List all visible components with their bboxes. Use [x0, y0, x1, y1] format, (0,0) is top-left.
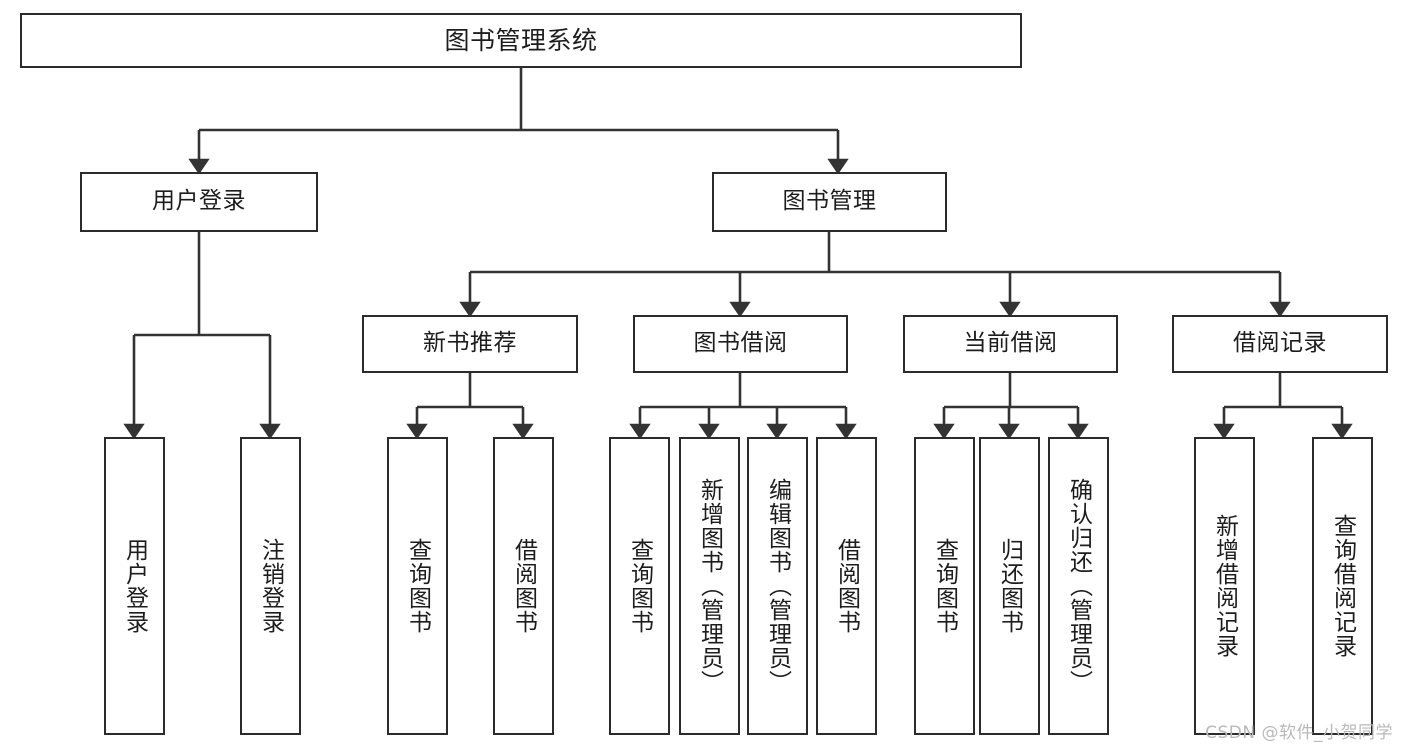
node-new-book-recommend[interactable]: 新书推荐	[362, 315, 578, 373]
node-book-borrow-label: 图书借阅	[693, 330, 788, 357]
node-leaf-user-login[interactable]: 用户登录	[104, 437, 165, 735]
node-leaf-borrow-book-1-label: 借阅图书	[510, 538, 537, 634]
node-book-manage[interactable]: 图书管理	[712, 172, 947, 232]
node-current-borrow-label: 当前借阅	[963, 330, 1058, 357]
node-leaf-add-book-label: 新增图书（管理员）	[696, 478, 723, 694]
node-leaf-add-book[interactable]: 新增图书（管理员）	[679, 437, 740, 735]
node-leaf-borrow-book-1[interactable]: 借阅图书	[493, 437, 554, 735]
node-leaf-return-book[interactable]: 归还图书	[979, 437, 1040, 735]
node-user-login-label: 用户登录	[152, 188, 246, 215]
node-leaf-query-book-2[interactable]: 查询图书	[609, 437, 670, 735]
node-user-login[interactable]: 用户登录	[80, 172, 318, 232]
node-leaf-return-book-label: 归还图书	[996, 538, 1023, 634]
watermark-text: CSDN @软件_小贺同学	[1205, 723, 1393, 743]
node-leaf-user-logout-label: 注销登录	[257, 538, 284, 634]
node-current-borrow[interactable]: 当前借阅	[903, 315, 1118, 373]
node-leaf-edit-book-label: 编辑图书（管理员）	[764, 478, 791, 694]
node-book-manage-label: 图书管理	[782, 188, 877, 215]
node-leaf-query-book-1[interactable]: 查询图书	[387, 437, 448, 735]
node-book-borrow[interactable]: 图书借阅	[633, 315, 848, 373]
node-borrow-record-label: 借阅记录	[1233, 330, 1327, 357]
node-leaf-add-record-label: 新增借阅记录	[1211, 514, 1238, 658]
node-leaf-query-book-3[interactable]: 查询图书	[914, 437, 975, 735]
node-leaf-confirm-return[interactable]: 确认归还（管理员）	[1048, 437, 1109, 735]
node-leaf-query-book-1-label: 查询图书	[404, 538, 431, 634]
node-leaf-query-record[interactable]: 查询借阅记录	[1312, 437, 1373, 735]
node-leaf-user-logout[interactable]: 注销登录	[240, 437, 301, 735]
node-leaf-query-record-label: 查询借阅记录	[1329, 514, 1356, 658]
node-leaf-query-book-3-label: 查询图书	[931, 538, 958, 634]
node-leaf-edit-book[interactable]: 编辑图书（管理员）	[747, 437, 808, 735]
node-new-book-recommend-label: 新书推荐	[423, 330, 517, 357]
node-leaf-user-login-label: 用户登录	[121, 538, 148, 634]
node-leaf-add-record[interactable]: 新增借阅记录	[1194, 437, 1255, 735]
node-leaf-borrow-book-2[interactable]: 借阅图书	[816, 437, 877, 735]
node-leaf-confirm-return-label: 确认归还（管理员）	[1065, 478, 1092, 694]
node-leaf-borrow-book-2-label: 借阅图书	[833, 538, 860, 634]
node-root-system[interactable]: 图书管理系统	[20, 13, 1022, 68]
node-root-system-label: 图书管理系统	[444, 25, 598, 55]
node-borrow-record[interactable]: 借阅记录	[1172, 315, 1388, 373]
node-leaf-query-book-2-label: 查询图书	[626, 538, 653, 634]
